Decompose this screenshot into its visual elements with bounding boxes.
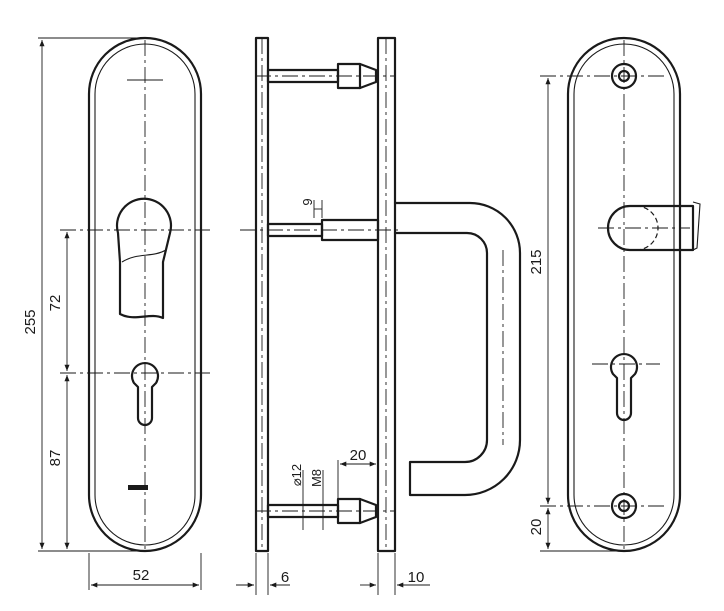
dim-255: 255: [22, 309, 39, 334]
side-view: 9 ⌀12 M8 20 6 10: [236, 36, 522, 595]
dim-m8: M8: [309, 469, 324, 487]
back-keyhole: [609, 353, 639, 422]
side-plate-right: [376, 36, 397, 553]
dim-215: 215: [528, 249, 545, 274]
front-plate: [87, 36, 203, 553]
spindle: 9: [240, 198, 400, 242]
back-view: 215 20: [528, 36, 701, 553]
handle-section-hatch: [121, 249, 167, 263]
back-handle-stub: [606, 204, 695, 252]
front-view: 255 72 87 52: [22, 36, 210, 590]
dim-20: 20: [350, 447, 367, 464]
dim-72: 72: [47, 295, 64, 312]
dim-20b: 20: [528, 519, 545, 536]
bottom-bolt: ⌀12 M8 20: [255, 447, 395, 530]
top-bolt: [255, 62, 395, 90]
dim-dia12: ⌀12: [289, 464, 304, 486]
dim-6: 6: [281, 569, 289, 586]
front-keyhole: [130, 362, 160, 427]
dim-52: 52: [133, 567, 150, 584]
dim-10: 10: [408, 569, 425, 586]
lever-handle-outer: [393, 201, 522, 497]
dim-87: 87: [47, 450, 64, 467]
handle-section: [115, 197, 173, 320]
dim-9: 9: [300, 198, 315, 205]
brand-logo: [128, 485, 148, 490]
